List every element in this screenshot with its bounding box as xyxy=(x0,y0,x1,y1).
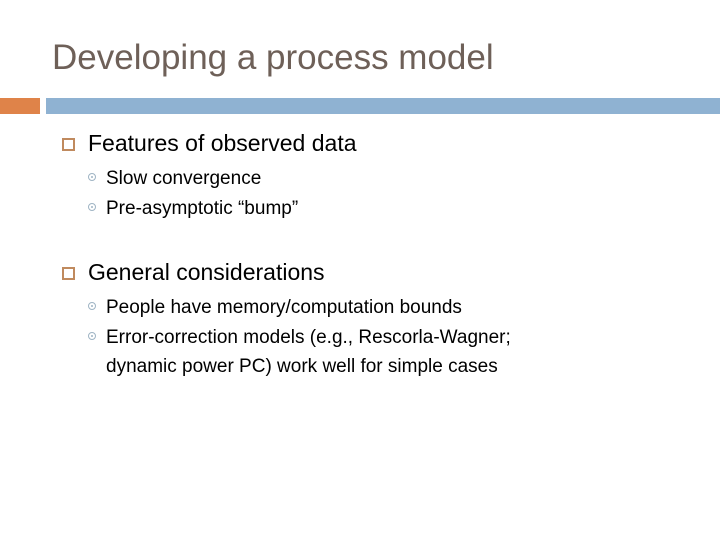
level2-bullet-list: People have memory/computation bounds Er… xyxy=(0,293,720,381)
level2-bullet-label: Error-correction models (e.g., Rescorla-… xyxy=(106,327,511,348)
page-title: Developing a process model xyxy=(52,38,494,77)
level2-bullet-label: Pre-asymptotic “bump” xyxy=(106,198,299,219)
level2-bullet-label-line2: dynamic power PC) work well for simple c… xyxy=(106,356,498,377)
bullet-group-1: Features of observed data Slow convergen… xyxy=(0,128,720,223)
level1-bullet-item: Features of observed data xyxy=(0,128,720,158)
ring-dot-bullet-icon xyxy=(88,173,96,181)
hollow-square-bullet-icon xyxy=(62,138,75,151)
ring-dot-bullet-icon xyxy=(88,203,96,211)
level2-bullet-item: Slow convergence xyxy=(0,164,720,193)
title-rule-blue-bar xyxy=(46,98,720,114)
hollow-square-bullet-icon xyxy=(62,267,75,280)
slide-body: Features of observed data Slow convergen… xyxy=(0,128,720,381)
level2-bullet-label: People have memory/computation bounds xyxy=(106,297,462,318)
level2-bullet-label: Slow convergence xyxy=(106,168,262,189)
level2-bullet-list: Slow convergence Pre-asymptotic “bump” xyxy=(0,164,720,223)
level1-bullet-item: General considerations xyxy=(0,257,720,287)
level2-bullet-item: Error-correction models (e.g., Rescorla-… xyxy=(0,323,720,381)
title-rule-orange-accent xyxy=(0,98,40,114)
level1-bullet-label: Features of observed data xyxy=(88,130,357,156)
level1-bullet-label: General considerations xyxy=(88,259,325,285)
ring-dot-bullet-icon xyxy=(88,332,96,340)
level2-bullet-item: Pre-asymptotic “bump” xyxy=(0,194,720,223)
level2-bullet-item: People have memory/computation bounds xyxy=(0,293,720,322)
ring-dot-bullet-icon xyxy=(88,302,96,310)
bullet-group-2: General considerations People have memor… xyxy=(0,257,720,381)
